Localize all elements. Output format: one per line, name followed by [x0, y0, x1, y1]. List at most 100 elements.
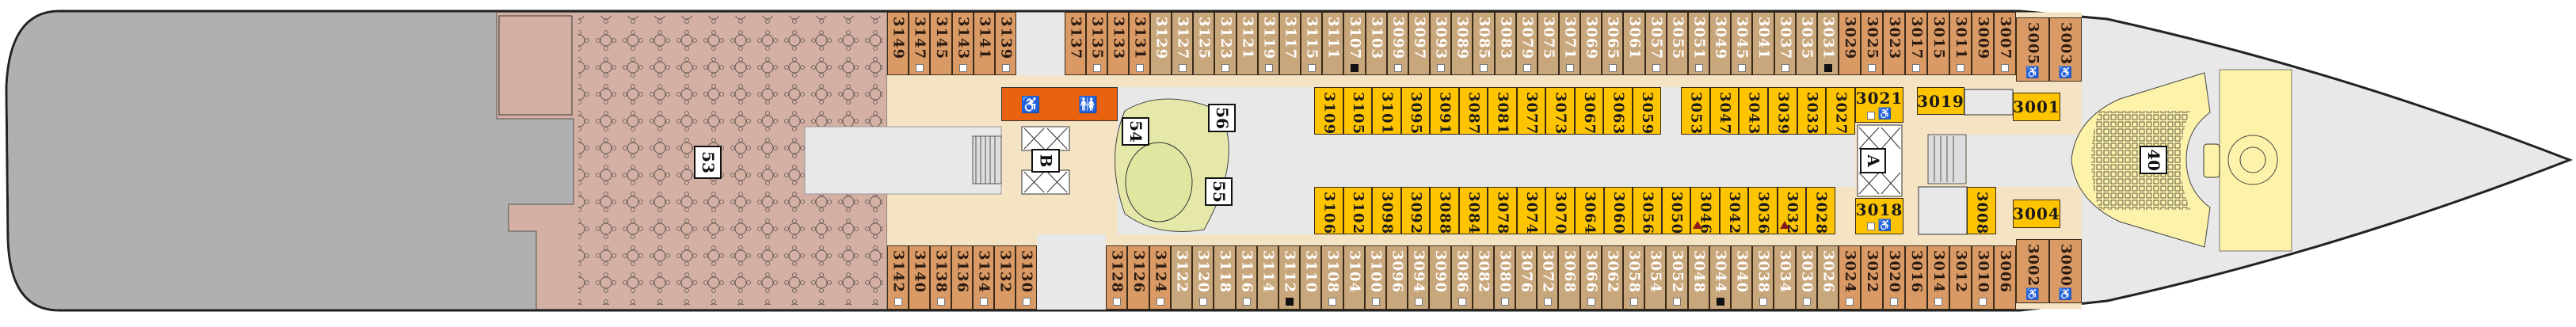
cabin-3005[interactable]: 3005♿	[2016, 17, 2049, 82]
cabin-3017[interactable]: 3017	[1905, 12, 1927, 75]
cabin-3089[interactable]: 3089	[1451, 12, 1473, 75]
cabin-3018[interactable]: 3018♿	[1855, 198, 1903, 234]
cabin-3109[interactable]: 3109	[1314, 87, 1343, 135]
cabin-3037[interactable]: 3037	[1774, 12, 1796, 75]
cabin-3034[interactable]: 3034	[1774, 245, 1796, 310]
cabin-3104[interactable]: 3104	[1343, 245, 1365, 310]
cabin-3041[interactable]: 3041	[1752, 12, 1774, 75]
cabin-3110[interactable]: 3110	[1300, 245, 1321, 310]
cabin-3052[interactable]: 3052	[1666, 245, 1688, 310]
cabin-3058[interactable]: 3058	[1623, 245, 1644, 310]
cabin-3008[interactable]: 3008	[1967, 187, 1996, 234]
cabin-3080[interactable]: 3080	[1494, 245, 1515, 310]
cabin-3134[interactable]: 3134	[973, 245, 994, 310]
cabin-3001[interactable]: 3001	[2013, 93, 2060, 121]
cabin-3029[interactable]: 3029	[1839, 12, 1861, 75]
cabin-3124[interactable]: 3124	[1149, 245, 1171, 310]
cabin-3074[interactable]: 3074	[1517, 187, 1545, 234]
cabin-3019[interactable]: 3019	[1917, 87, 1964, 115]
cabin-3051[interactable]: 3051	[1688, 12, 1709, 75]
cabin-3140[interactable]: 3140	[909, 245, 930, 310]
cabin-3116[interactable]: 3116	[1236, 245, 1257, 310]
cabin-3059[interactable]: 3059	[1633, 87, 1661, 135]
cabin-3064[interactable]: 3064	[1575, 187, 1604, 234]
cabin-3142[interactable]: 3142	[887, 245, 909, 310]
cabin-3115[interactable]: 3115	[1301, 12, 1322, 75]
cabin-3092[interactable]: 3092	[1401, 187, 1430, 234]
cabin-3086[interactable]: 3086	[1451, 245, 1473, 310]
cabin-3096[interactable]: 3096	[1386, 245, 1408, 310]
cabin-3073[interactable]: 3073	[1545, 87, 1575, 135]
cabin-3014[interactable]: 3014	[1927, 245, 1949, 310]
cabin-3084[interactable]: 3084	[1459, 187, 1488, 234]
cabin-3003[interactable]: 3003♿	[2049, 17, 2082, 82]
cabin-3002[interactable]: 3002♿	[2016, 239, 2049, 303]
cabin-3040[interactable]: 3040	[1731, 245, 1752, 310]
cabin-3022[interactable]: 3022	[1861, 245, 1883, 310]
cabin-3049[interactable]: 3049	[1709, 12, 1731, 75]
cabin-3114[interactable]: 3114	[1257, 245, 1278, 310]
cabin-3131[interactable]: 3131	[1129, 12, 1150, 75]
cabin-3066[interactable]: 3066	[1580, 245, 1602, 310]
venue-bar-55[interactable]: 55	[1205, 177, 1233, 206]
cabin-3139[interactable]: 3139	[995, 12, 1016, 75]
cabin-3012[interactable]: 3012	[1949, 245, 1972, 310]
cabin-3055[interactable]: 3055	[1667, 12, 1688, 75]
cabin-3016[interactable]: 3016	[1905, 245, 1927, 310]
cabin-3128[interactable]: 3128	[1106, 245, 1127, 310]
cabin-3117[interactable]: 3117	[1279, 12, 1301, 75]
cabin-3004[interactable]: 3004	[2013, 200, 2060, 228]
cabin-3043[interactable]: 3043	[1739, 87, 1768, 135]
cabin-3126[interactable]: 3126	[1127, 245, 1149, 310]
cabin-3141[interactable]: 3141	[974, 12, 995, 75]
venue-theater[interactable]: 40	[2140, 146, 2167, 174]
cabin-3020[interactable]: 3020	[1883, 245, 1905, 310]
cabin-3054[interactable]: 3054	[1644, 245, 1666, 310]
cabin-3127[interactable]: 3127	[1172, 12, 1193, 75]
cabin-3025[interactable]: 3025	[1861, 12, 1883, 75]
cabin-3111[interactable]: 3111	[1322, 12, 1343, 75]
cabin-3021[interactable]: 3021♿	[1855, 87, 1903, 123]
cabin-3071[interactable]: 3071	[1559, 12, 1580, 75]
cabin-3129[interactable]: 3129	[1150, 12, 1172, 75]
cabin-3136[interactable]: 3136	[951, 245, 973, 310]
cabin-3060[interactable]: 3060	[1604, 187, 1633, 234]
cabin-3024[interactable]: 3024	[1839, 245, 1861, 310]
cabin-3132[interactable]: 3132	[994, 245, 1016, 310]
cabin-3006[interactable]: 3006	[1994, 245, 2016, 310]
cabin-3120[interactable]: 3120	[1192, 245, 1214, 310]
cabin-3078[interactable]: 3078	[1488, 187, 1517, 234]
cabin-3098[interactable]: 3098	[1372, 187, 1401, 234]
cabin-3042[interactable]: 3042	[1720, 187, 1748, 234]
cabin-3023[interactable]: 3023	[1883, 12, 1905, 75]
cabin-3137[interactable]: 3137	[1065, 12, 1086, 75]
cabin-3145[interactable]: 3145	[930, 12, 952, 75]
cabin-3125[interactable]: 3125	[1193, 12, 1214, 75]
cabin-3053[interactable]: 3053	[1681, 87, 1710, 135]
cabin-3121[interactable]: 3121	[1237, 12, 1258, 75]
cabin-3123[interactable]: 3123	[1214, 12, 1237, 75]
cabin-3015[interactable]: 3015	[1927, 12, 1949, 75]
cabin-3044[interactable]: 3044	[1709, 245, 1731, 310]
cabin-3026[interactable]: 3026	[1817, 245, 1839, 310]
cabin-3011[interactable]: 3011	[1949, 12, 1972, 75]
cabin-3103[interactable]: 3103	[1366, 12, 1387, 75]
cabin-3087[interactable]: 3087	[1459, 87, 1488, 135]
cabin-3105[interactable]: 3105	[1343, 87, 1372, 135]
cabin-3035[interactable]: 3035	[1796, 12, 1817, 75]
cabin-3106[interactable]: 3106	[1314, 187, 1343, 234]
cabin-3039[interactable]: 3039	[1768, 87, 1797, 135]
cabin-3068[interactable]: 3068	[1558, 245, 1580, 310]
cabin-3045[interactable]: 3045	[1731, 12, 1752, 75]
cabin-3010[interactable]: 3010	[1972, 245, 1994, 310]
cabin-3090[interactable]: 3090	[1429, 245, 1451, 310]
cabin-3095[interactable]: 3095	[1401, 87, 1430, 135]
venue-pool-deck[interactable]: 54	[1122, 117, 1149, 146]
cabin-3091[interactable]: 3091	[1430, 87, 1459, 135]
cabin-3099[interactable]: 3099	[1387, 12, 1408, 75]
cabin-3143[interactable]: 3143	[952, 12, 974, 75]
cabin-3138[interactable]: 3138	[930, 245, 951, 310]
cabin-3077[interactable]: 3077	[1517, 87, 1545, 135]
cabin-3027[interactable]: 3027	[1826, 87, 1855, 135]
cabin-3038[interactable]: 3038	[1752, 245, 1774, 310]
